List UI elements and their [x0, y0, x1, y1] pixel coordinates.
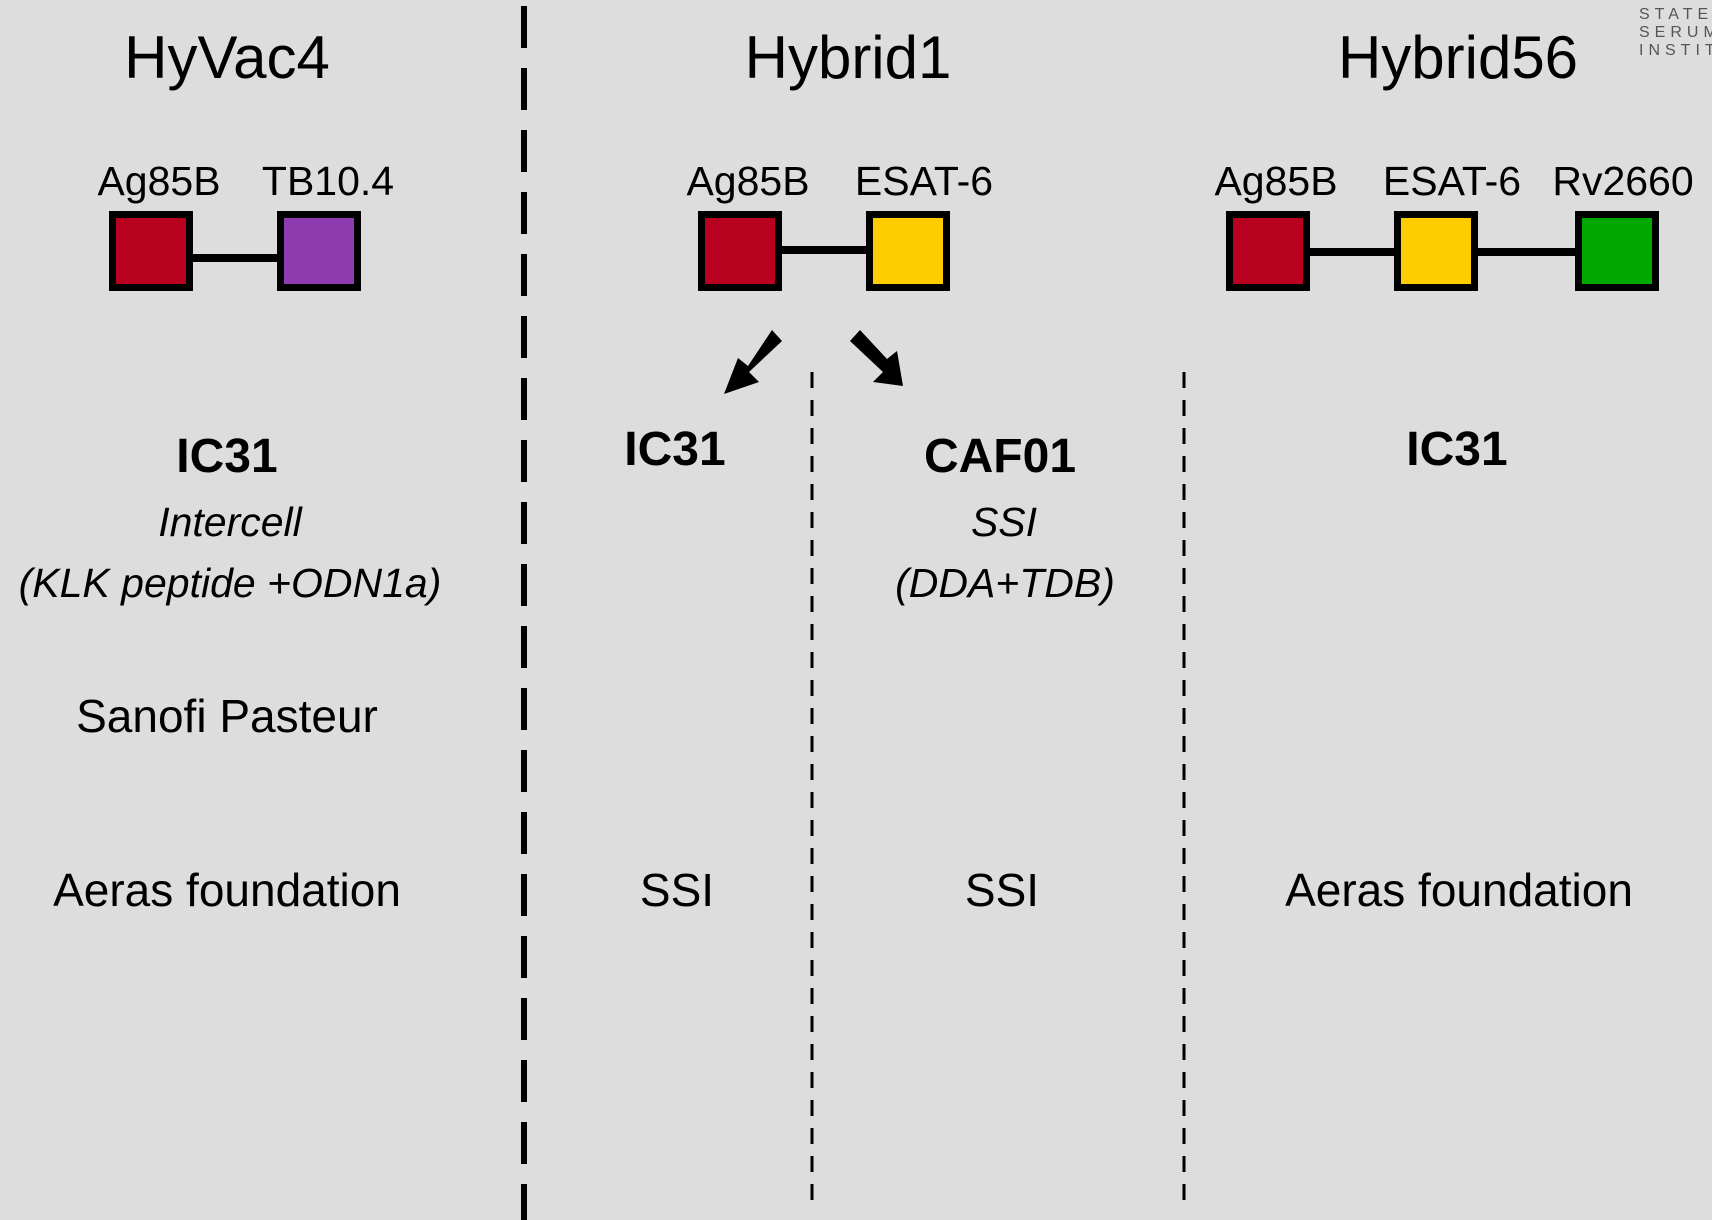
fusion-linker [1478, 248, 1575, 256]
fusion-linker [782, 246, 866, 254]
antigen-label: Rv2660 [1552, 158, 1694, 204]
adjuvant-name: IC31 [176, 430, 278, 483]
logo-line-3: INSTITUT [1639, 42, 1712, 59]
sponsor-name: Aeras foundation [53, 864, 401, 916]
antigen-box-ag85b [109, 211, 193, 291]
sponsor-name: Aeras foundation [1285, 864, 1633, 916]
sponsor-name: SSI [639, 864, 715, 916]
logo-line-2: SERUM [1639, 24, 1712, 41]
fusion-linker [193, 254, 277, 262]
antigen-box-tb10-4 [277, 211, 361, 291]
antigen-label: ESAT-6 [1382, 158, 1522, 204]
vaccine-title-hybrid1: Hybrid1 [744, 24, 952, 91]
antigen-label: Ag85B [1214, 158, 1338, 204]
adjuvant-source: SSI [970, 499, 1038, 545]
antigen-box-esat-6 [1394, 211, 1478, 291]
antigen-label: Ag85B [686, 158, 810, 204]
antigen-box-ag85b [698, 211, 782, 291]
antigen-box-ag85b [1226, 211, 1310, 291]
adjuvant-name: IC31 [624, 423, 726, 476]
adjuvant-name: IC31 [1406, 423, 1508, 476]
antigen-label: TB10.4 [261, 158, 395, 204]
adjuvant-name: CAF01 [923, 430, 1077, 483]
arrow-down-left-icon [724, 330, 782, 394]
adjuvant-composition: (DDA+TDB) [895, 560, 1115, 606]
antigen-box-rv2660 [1575, 211, 1659, 291]
arrow-down-right-icon [850, 330, 903, 386]
antigen-label: ESAT-6 [854, 158, 994, 204]
adjuvant-composition: (KLK peptide +ODN1a) [18, 560, 442, 606]
adjuvant-source: Intercell [158, 499, 302, 545]
partner-name: Sanofi Pasteur [76, 690, 378, 742]
antigen-label: Ag85B [97, 158, 221, 204]
logo-line-1: STATENS [1639, 6, 1712, 23]
fusion-linker [1310, 248, 1394, 256]
institute-logo: STATENS SERUM INSTITUT [1639, 6, 1712, 66]
vaccine-title-hybrid56: Hybrid56 [1337, 24, 1579, 91]
sponsor-name: SSI [964, 864, 1040, 916]
antigen-box-esat-6 [866, 211, 950, 291]
vaccine-title-hyvac4: HyVac4 [124, 24, 330, 91]
